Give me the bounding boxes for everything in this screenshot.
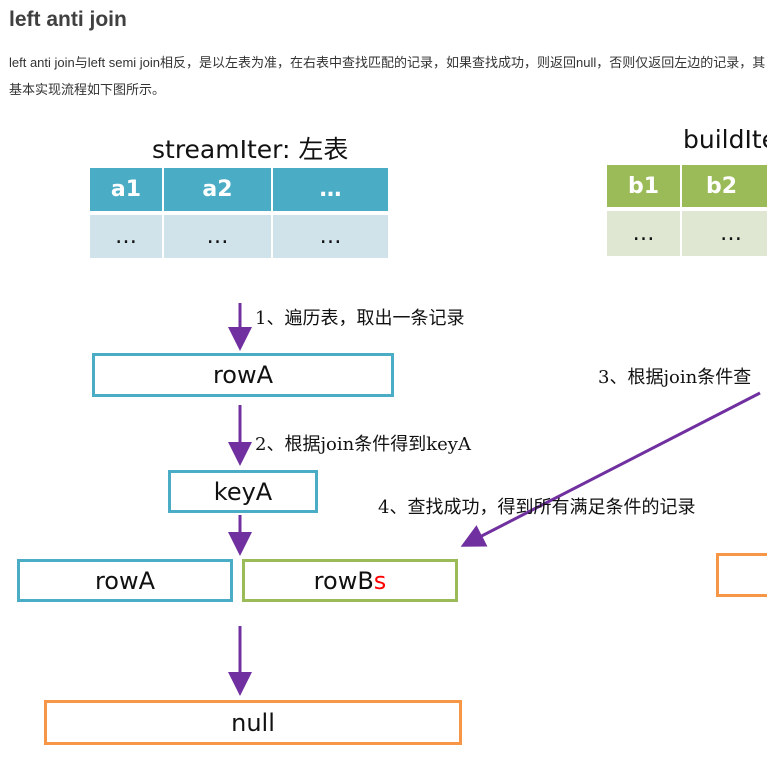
- step2-label: 2、根据join条件得到keyA: [255, 434, 471, 455]
- keyA-box: keyA: [168, 470, 318, 513]
- stream-body-cell: …: [164, 215, 271, 258]
- rowA-result-box: rowA: [17, 559, 233, 602]
- build-body-cell: …: [682, 211, 767, 256]
- stream-header-cell: a1: [90, 168, 162, 211]
- stream-header-cell: …: [273, 168, 388, 211]
- step1-label: 1、遍历表，取出一条记录: [255, 308, 465, 329]
- build-header-cell: b1: [607, 165, 680, 207]
- build-header-cell: b2: [682, 165, 767, 207]
- left-anti-join-diagram: streamIter: 左表 a1 a2 … … … … buildIte b1…: [0, 110, 767, 761]
- stream-body-cell: …: [273, 215, 388, 258]
- rowBs-suffix-text: s: [373, 566, 387, 595]
- arrow-step4: [460, 391, 761, 547]
- build-table-title: buildIte: [683, 125, 767, 154]
- stream-table-title: streamIter: 左表: [152, 135, 349, 164]
- arrows: [228, 303, 761, 696]
- description-paragraph: left anti join与left semi join相反，是以左表为准，在…: [9, 55, 766, 97]
- orange-box-partial: [716, 553, 767, 597]
- stream-body-cell: …: [90, 215, 162, 258]
- step4-label: 4、查找成功，得到所有满足条件的记录: [378, 497, 696, 518]
- null-box: null: [44, 700, 462, 745]
- stream-header-cell: a2: [164, 168, 271, 211]
- build-body-cell: …: [607, 211, 680, 256]
- section-heading: left anti join: [9, 8, 127, 31]
- step3-label: 3、根据join条件查: [598, 367, 752, 388]
- rowBs-main-text: rowB: [313, 566, 374, 595]
- rowA-box: rowA: [92, 353, 394, 397]
